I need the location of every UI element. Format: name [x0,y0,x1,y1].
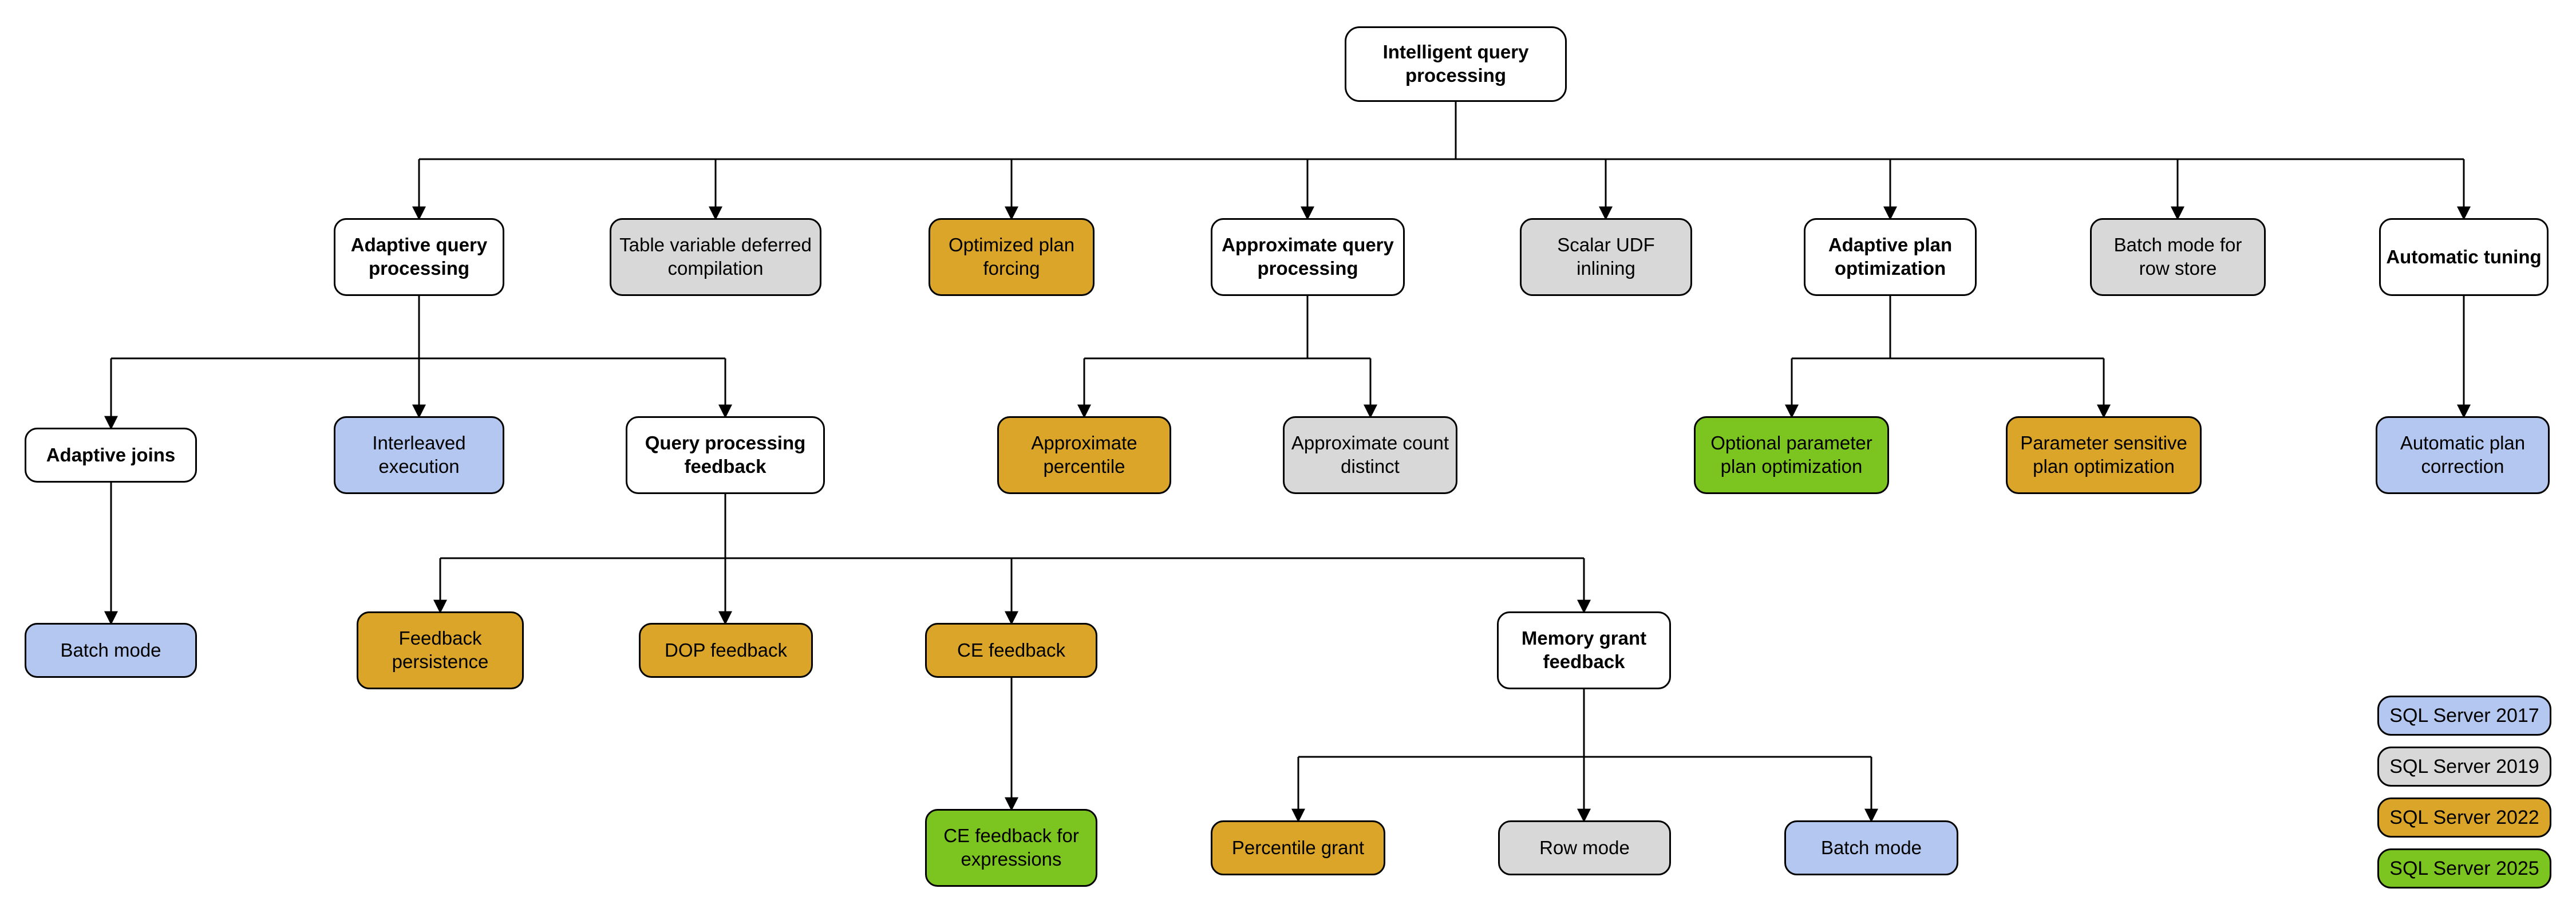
node-percentile-grant: Percentile grant [1211,820,1385,875]
node-query-processing-feedback: Query processing feedback [626,416,825,494]
node-row-mode: Row mode [1498,820,1671,875]
legend-label: SQL Server 2019 [2389,755,2539,777]
node-label: Adaptive plan optimization [1828,234,1953,279]
node-label: Interleaved execution [372,432,466,477]
node-label: Row mode [1539,836,1630,858]
node-dop-feedback: DOP feedback [639,623,813,678]
node-label: Table variable deferred compilation [619,234,812,279]
legend-sql-server-2019: SQL Server 2019 [2377,747,2551,787]
node-label: Automatic plan correction [2400,432,2526,477]
node-memory-grant-feedback: Memory grant feedback [1497,611,1671,689]
edge-group-query-processing-feedback [433,494,1591,625]
node-label: Query processing feedback [645,432,806,477]
node-label: Intelligent query processing [1382,41,1529,86]
node-optimized-plan-forcing: Optimized plan forcing [929,218,1095,296]
legend-label: SQL Server 2025 [2389,857,2539,879]
legend-sql-server-2022: SQL Server 2022 [2377,797,2551,838]
node-label: Adaptive joins [46,444,176,465]
node-label: Approximate query processing [1222,234,1394,279]
node-batch-mode-for-row-store: Batch mode for row store [2090,218,2266,296]
node-automatic-tuning: Automatic tuning [2379,218,2549,296]
node-label: DOP feedback [664,639,788,661]
node-interleaved-execution: Interleaved execution [334,416,504,494]
edge-group-root [412,102,2471,220]
node-approximate-count-distinct: Approximate count distinct [1283,416,1457,494]
node-scalar-udf-inlining: Scalar UDF inlining [1520,218,1692,296]
node-label: CE feedback for expressions [943,825,1079,870]
edge-group-memory-grant-feedback [1291,689,1878,823]
node-label: Adaptive query processing [350,234,488,279]
edge-group-adaptive-query-processing [104,296,732,430]
node-ce-feedback-for-expressions: CE feedback for expressions [925,809,1097,887]
node-approximate-percentile: Approximate percentile [997,416,1171,494]
node-label: Approximate count distinct [1291,432,1449,477]
legend-sql-server-2017: SQL Server 2017 [2377,696,2551,736]
node-intelligent-query-processing: Intelligent query processing [1345,26,1567,102]
node-batch-mode-memory-grant: Batch mode [1784,820,1958,875]
node-label: Batch mode [60,639,161,661]
node-adaptive-query-processing: Adaptive query processing [334,218,504,296]
edge-group-adaptive-plan-optimization [1785,296,2111,418]
node-label: Batch mode for row store [2113,234,2242,279]
node-feedback-persistence: Feedback persistence [357,611,524,689]
legend-label: SQL Server 2022 [2389,806,2539,828]
node-ce-feedback: CE feedback [925,623,1097,678]
node-automatic-plan-correction: Automatic plan correction [2376,416,2550,494]
legend-sql-server-2025: SQL Server 2025 [2377,848,2551,889]
legend-label: SQL Server 2017 [2389,704,2539,727]
node-approximate-query-processing: Approximate query processing [1211,218,1405,296]
node-batch-mode-adaptive-joins: Batch mode [25,623,197,678]
node-label: Optional parameter plan optimization [1710,432,1872,477]
node-label: Memory grant feedback [1521,627,1647,672]
node-adaptive-plan-optimization: Adaptive plan optimization [1804,218,1977,296]
node-label: Approximate percentile [1031,432,1137,477]
node-label: Automatic tuning [2386,246,2542,267]
node-optional-parameter-plan-optimization: Optional parameter plan optimization [1694,416,1889,494]
node-label: Parameter sensitive plan optimization [2020,432,2187,477]
node-label: Percentile grant [1231,836,1365,858]
node-table-variable-deferred-compilation: Table variable deferred compilation [610,218,821,296]
node-label: Feedback persistence [392,627,489,672]
node-label: Optimized plan forcing [948,234,1075,279]
node-label: CE feedback [957,639,1065,661]
node-parameter-sensitive-plan-optimization: Parameter sensitive plan optimization [2006,416,2202,494]
node-label: Batch mode [1820,836,1922,858]
node-label: Scalar UDF inlining [1557,234,1655,279]
node-adaptive-joins: Adaptive joins [25,428,197,483]
edge-group-approximate-query-processing [1077,296,1377,418]
